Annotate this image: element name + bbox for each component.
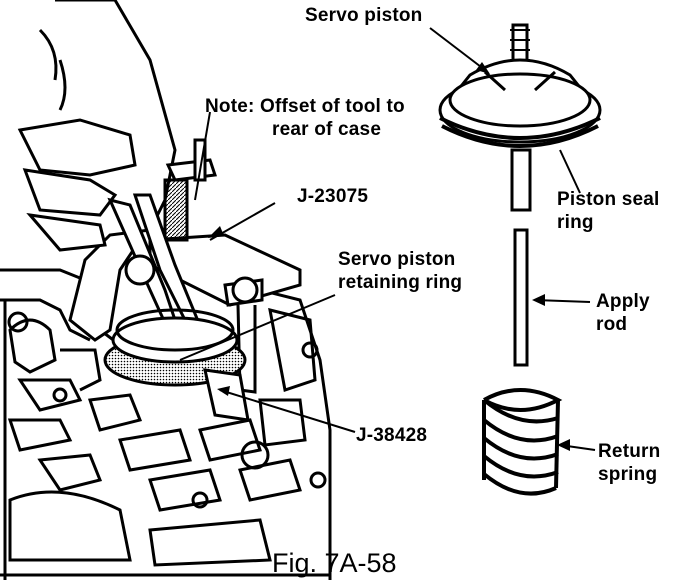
label-servo-piston: Servo piston (305, 5, 423, 26)
label-tool-j-23075: J-23075 (297, 186, 369, 207)
return-spring (482, 388, 563, 496)
apply-rod (513, 228, 529, 367)
figure-caption: Fig. 7A-58 (272, 548, 397, 578)
servo-piston (438, 23, 602, 144)
label-apply-rod: Apply rod (596, 290, 650, 336)
note-line-1: Note: Offset of tool to (205, 96, 405, 117)
piston-seal-line-2: ring (557, 212, 594, 233)
return-spring-line-1: Return (598, 441, 661, 462)
transmission-case (0, 268, 332, 580)
tool-j-23075 (148, 138, 302, 394)
apply-rod-line-2: rod (596, 314, 628, 335)
label-tool-j-38428: J-38428 (356, 425, 428, 446)
piston-seal-ring (439, 116, 601, 148)
apply-rod-line-1: Apply (596, 291, 650, 312)
case-bolt-holes (7, 311, 327, 509)
piston-stem (510, 148, 532, 212)
retaining-ring-line-2: retaining ring (338, 272, 463, 293)
note-line-2: rear of case (272, 119, 382, 140)
label-piston-seal-ring: Piston seal ring (557, 188, 660, 234)
retaining-ring-line-1: Servo piston (338, 249, 456, 270)
label-return-spring: Return spring (598, 440, 660, 486)
label-retaining-ring: Servo piston retaining ring (338, 248, 462, 294)
label-note: Note: Offset of tool to rear of case (205, 95, 405, 141)
piston-seal-line-1: Piston seal (557, 189, 660, 210)
leader-arrowheads (208, 62, 570, 451)
technician-hand (17, 0, 177, 342)
return-spring-line-2: spring (598, 464, 658, 485)
